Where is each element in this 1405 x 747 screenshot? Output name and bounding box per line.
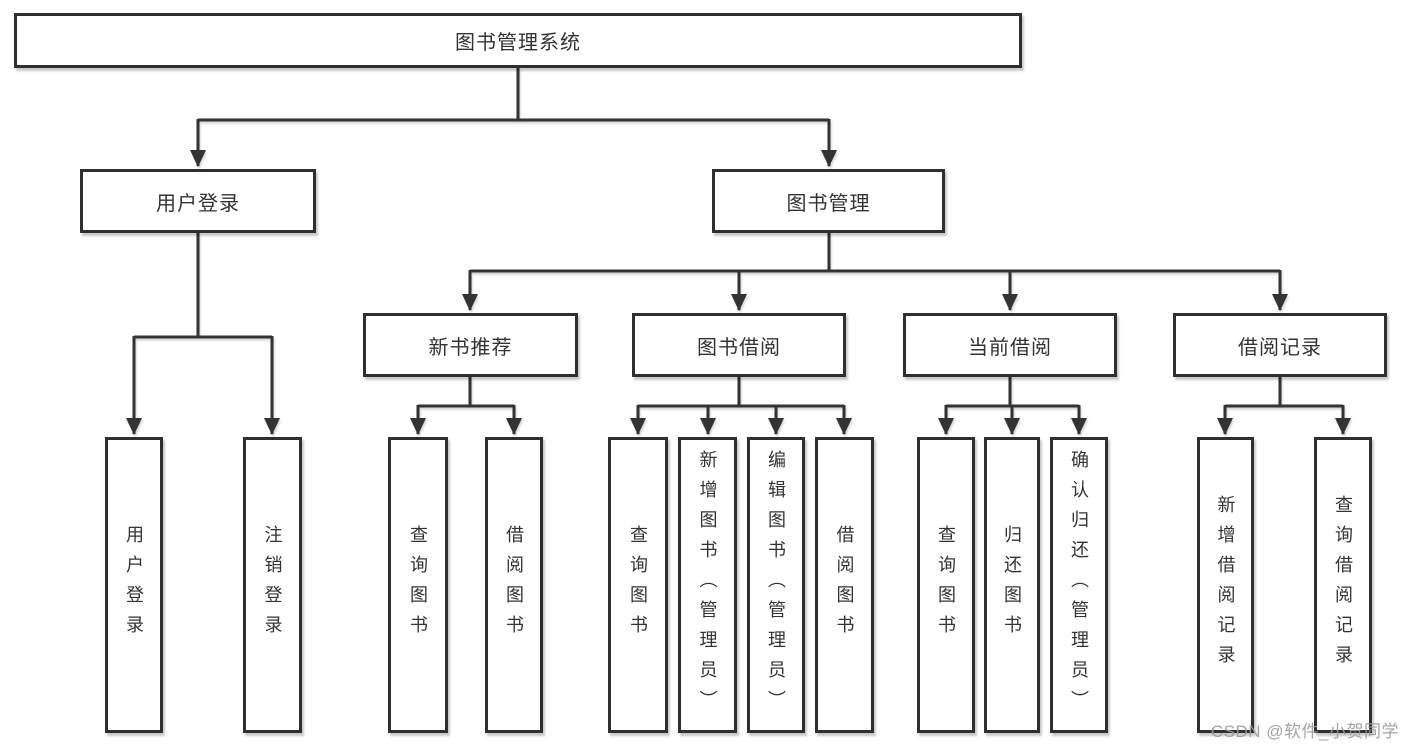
leaf-query-books-current-label: 查询图书 <box>936 525 956 645</box>
leaf-borrow-books-recommend: 借阅图书 <box>485 437 543 733</box>
leaf-edit-books-admin: 编辑图书（管理员） <box>747 437 805 733</box>
node-root-label: 图书管理系统 <box>455 32 581 54</box>
leaf-edit-books-admin-label: 编辑图书（管理员） <box>766 450 786 720</box>
leaf-add-borrow-record: 新增借阅记录 <box>1197 437 1254 733</box>
leaf-query-books-recommend: 查询图书 <box>388 437 448 733</box>
csdn-watermark: CSDN @软件_小贺同学 <box>1210 722 1399 741</box>
node-book-management-label: 图书管理 <box>786 192 871 215</box>
node-book-management: 图书管理 <box>712 169 945 233</box>
leaf-query-books-borrow-label: 查询图书 <box>628 525 648 645</box>
leaf-logout-label: 注销登录 <box>262 525 283 645</box>
leaf-add-books-admin: 新增图书（管理员） <box>678 437 737 733</box>
leaf-user-login-label: 用户登录 <box>124 525 144 645</box>
leaf-borrow-books-recommend-label: 借阅图书 <box>504 525 524 645</box>
leaf-confirm-return-admin: 确认归还（管理员） <box>1050 437 1108 733</box>
node-borrow-records: 借阅记录 <box>1173 313 1387 377</box>
leaf-add-books-admin-label: 新增图书（管理员） <box>697 450 718 720</box>
leaf-return-books-label: 归还图书 <box>1002 525 1022 645</box>
leaf-query-books-recommend-label: 查询图书 <box>408 525 428 645</box>
leaf-user-login: 用户登录 <box>105 437 163 733</box>
node-user-login: 用户登录 <box>80 169 316 233</box>
node-book-borrow-label: 图书借阅 <box>697 336 781 359</box>
leaf-confirm-return-admin-label: 确认归还（管理员） <box>1069 450 1089 720</box>
leaf-logout: 注销登录 <box>243 437 302 733</box>
node-new-book-recommend-label: 新书推荐 <box>428 336 513 359</box>
leaf-query-books-current: 查询图书 <box>917 437 975 733</box>
node-new-book-recommend: 新书推荐 <box>363 313 578 377</box>
leaf-query-borrow-record-label: 查询借阅记录 <box>1333 495 1353 675</box>
node-book-borrow: 图书借阅 <box>632 313 846 377</box>
node-current-borrow-label: 当前借阅 <box>968 336 1052 359</box>
node-root-system: 图书管理系统 <box>14 13 1022 68</box>
node-current-borrow: 当前借阅 <box>903 313 1117 377</box>
leaf-return-books: 归还图书 <box>984 437 1040 733</box>
node-borrow-records-label: 借阅记录 <box>1238 336 1322 359</box>
leaf-add-borrow-record-label: 新增借阅记录 <box>1215 495 1236 675</box>
leaf-borrow-books: 借阅图书 <box>815 437 874 733</box>
leaf-query-borrow-record: 查询借阅记录 <box>1314 437 1372 733</box>
node-user-login-label: 用户登录 <box>156 192 240 215</box>
leaf-query-books-borrow: 查询图书 <box>608 437 668 733</box>
leaf-borrow-books-label: 借阅图书 <box>834 525 855 645</box>
